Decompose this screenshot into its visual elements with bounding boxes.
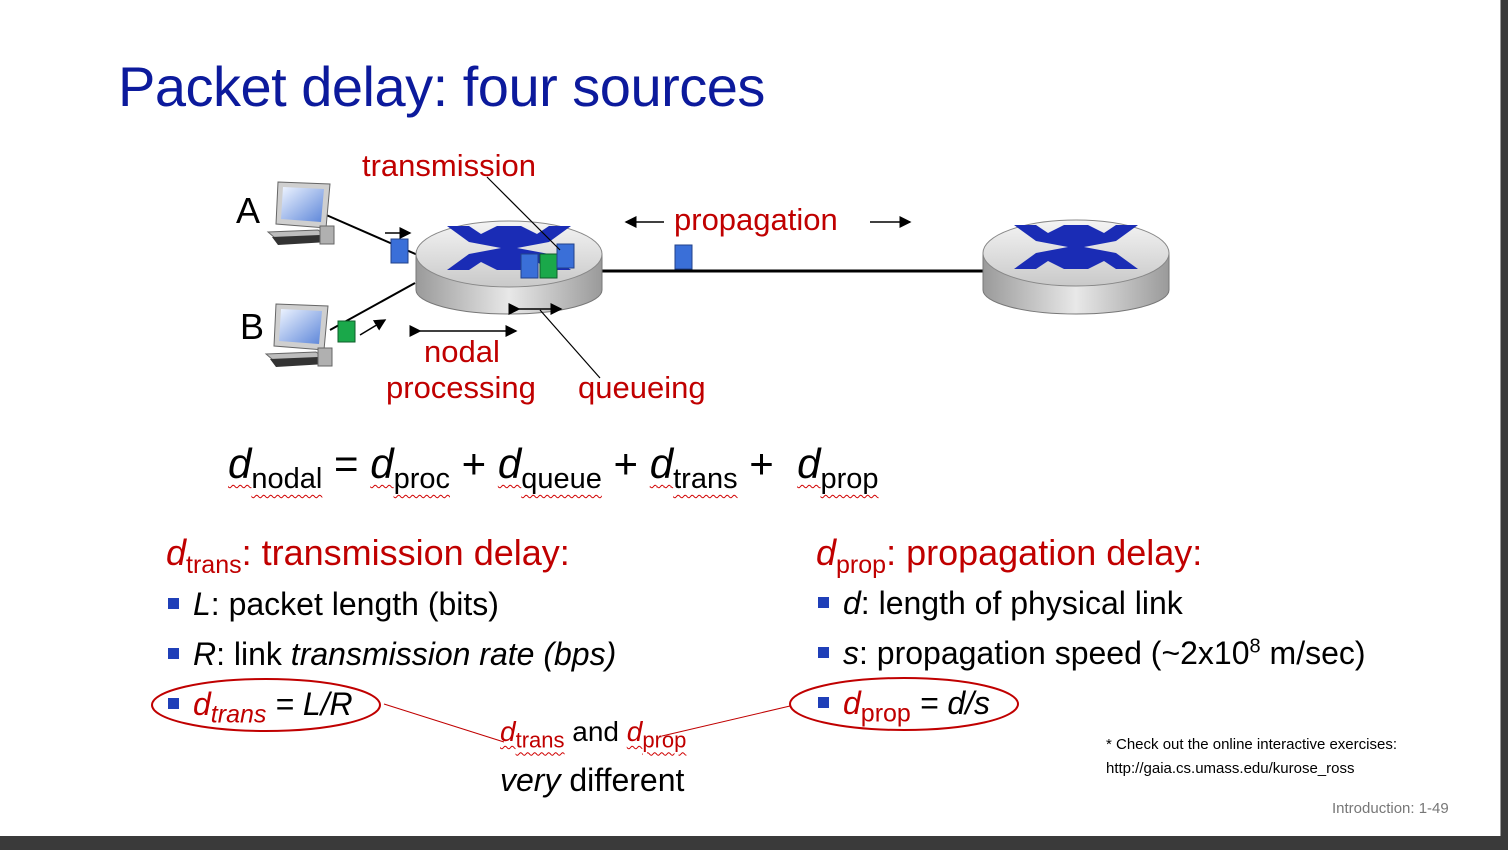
bullet-text: : propagation speed (~2x10 xyxy=(859,635,1250,671)
nodal-label: nodal xyxy=(424,334,500,369)
transmission-leader xyxy=(486,176,561,251)
formula-sub-prop: prop xyxy=(820,463,879,495)
packet-b xyxy=(337,320,356,343)
bullet-text: : length of physical link xyxy=(860,585,1183,621)
bullet-text: = L/R xyxy=(266,686,353,722)
bullet-var: R xyxy=(193,636,217,672)
formula-sub-trans: trans xyxy=(673,463,738,495)
formula-d-nodal: d xyxy=(228,440,252,487)
dprop-oval xyxy=(789,677,1019,731)
slide-title: Packet delay: four sources xyxy=(118,55,765,118)
bullet-square-icon xyxy=(818,597,829,608)
bullet-text: : link xyxy=(216,636,291,672)
bullet-text: : packet length (bits) xyxy=(210,586,499,622)
bullet-sub: trans xyxy=(210,700,267,729)
bullet-sup: 8 xyxy=(1249,635,1261,658)
bullet-var: d xyxy=(843,585,861,621)
network-diagram xyxy=(264,176,1170,379)
formula-d-prop: d xyxy=(797,440,821,487)
nodal-delay-formula: dnodal = dproc + dqueue + dtrans + dprop xyxy=(228,440,879,495)
bullet-link-rate: R: link transmission rate (bps) xyxy=(168,636,616,673)
exercises-note: * Check out the online interactive exerc… xyxy=(1106,736,1397,753)
host-b-computer-icon xyxy=(264,303,333,367)
router-2-icon xyxy=(982,219,1170,315)
comparison-sub2: prop xyxy=(642,727,687,753)
propagating-packet xyxy=(674,244,693,270)
bullet-packet-length: L: packet length (bits) xyxy=(168,586,499,623)
heading-text: : transmission delay: xyxy=(241,532,570,573)
exercises-link[interactable]: http://gaia.cs.umass.edu/kurose_ross xyxy=(1106,760,1355,777)
dtrans-oval xyxy=(151,678,381,732)
queueing-leader xyxy=(539,309,601,379)
bullet-square-icon xyxy=(818,697,829,708)
formula-plus-3: + xyxy=(749,440,774,487)
packet-a xyxy=(390,238,409,264)
formula-sub-proc: proc xyxy=(393,463,450,495)
formula-equals: = xyxy=(334,440,359,487)
formula-d-trans: d xyxy=(649,440,674,487)
formula-d-queue: d xyxy=(497,440,522,487)
queued-packet-1 xyxy=(520,253,539,279)
comparison-and: and xyxy=(564,716,627,747)
formula-d-proc: d xyxy=(370,440,394,487)
transmission-delay-heading: dtrans: transmission delay: xyxy=(166,532,570,580)
formula-sub-nodal: nodal xyxy=(251,463,323,495)
bullet-d: d xyxy=(193,686,211,722)
comparison-d2: d xyxy=(626,716,643,747)
formula-plus-2: + xyxy=(613,440,639,487)
arrow-b xyxy=(359,319,387,336)
bullet-square-icon xyxy=(168,698,179,709)
heading-sub: trans xyxy=(186,551,242,580)
propagation-label: propagation xyxy=(674,202,838,237)
comparison-sub1: trans xyxy=(515,727,565,753)
slide: Packet delay: four sources xyxy=(0,0,1501,836)
transmitting-packet xyxy=(556,243,575,269)
bullet-dtrans-formula: dtrans = L/R xyxy=(168,686,353,729)
bullet-square-icon xyxy=(818,647,829,658)
comparison-d1: d xyxy=(500,716,516,747)
queueing-label: queueing xyxy=(578,370,706,405)
host-a-label: A xyxy=(236,190,261,231)
bullet-square-icon xyxy=(168,648,179,659)
left-connector xyxy=(383,703,505,743)
comparison-different: different xyxy=(560,762,685,798)
bullet-var: s xyxy=(843,635,859,671)
bullet-link-length: d: length of physical link xyxy=(818,585,1183,622)
formula-sub-queue: queue xyxy=(521,463,602,495)
comparison-line1: dtrans and dprop xyxy=(500,716,686,754)
bullet-dprop-formula: dprop = d/s xyxy=(818,685,990,728)
slide-footer: Introduction: 1-49 xyxy=(1332,800,1449,817)
comparison-very: very xyxy=(500,762,561,798)
transmission-label: transmission xyxy=(362,148,536,183)
bullet-square-icon xyxy=(168,598,179,609)
queued-packet-2 xyxy=(539,253,558,279)
bullet-var: L xyxy=(193,586,211,622)
heading-sub: prop xyxy=(836,551,887,580)
heading-d: d xyxy=(166,532,187,573)
right-connector xyxy=(661,705,791,737)
comparison-line2: very different xyxy=(500,762,684,799)
bullet-propagation-speed: s: propagation speed (~2x108 m/sec) xyxy=(818,635,1366,672)
host-a-computer-icon xyxy=(266,181,335,245)
formula-plus-1: + xyxy=(461,440,487,487)
bullet-text: = d/s xyxy=(910,685,990,721)
bullet-tail: m/sec) xyxy=(1260,635,1366,671)
bullet-d: d xyxy=(843,685,861,721)
comparison-annotations xyxy=(151,677,1019,743)
heading-d: d xyxy=(816,532,837,573)
heading-text: : propagation delay: xyxy=(886,532,1203,573)
processing-label: processing xyxy=(386,370,536,405)
bullet-italic: transmission rate (bps) xyxy=(290,636,617,672)
propagation-delay-heading: dprop: propagation delay: xyxy=(816,532,1202,580)
bullet-sub: prop xyxy=(860,699,911,728)
host-b-label: B xyxy=(240,306,265,347)
